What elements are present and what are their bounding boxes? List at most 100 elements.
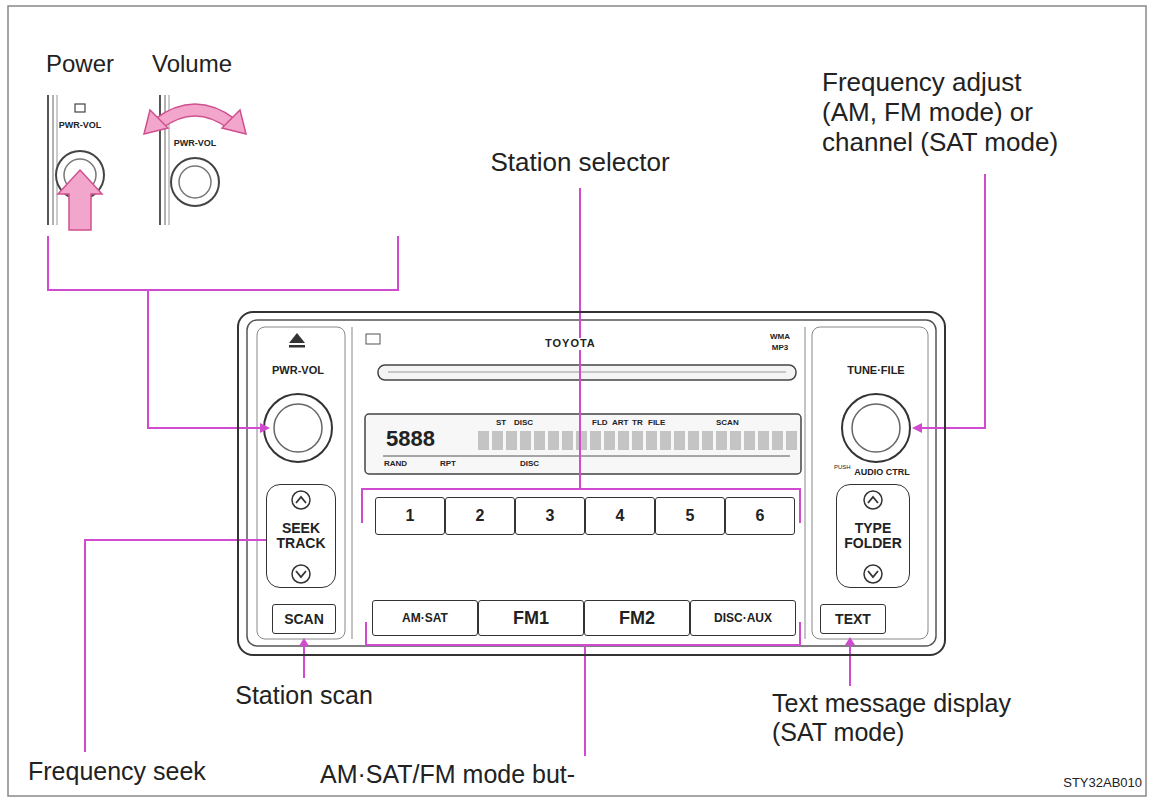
segment-block [786, 431, 797, 450]
callout-label: AM·SAT/FM mode but- [320, 760, 640, 789]
segment-block [506, 431, 517, 450]
display-rule [383, 456, 790, 457]
cd-slot [378, 365, 796, 380]
leader-line [584, 645, 586, 756]
display-indicator: SCAN [716, 418, 748, 427]
segment-block [492, 431, 503, 450]
knob-inner [852, 404, 900, 452]
separator [805, 327, 806, 639]
arrow-head [260, 423, 270, 433]
chevron [868, 571, 878, 577]
segment-block [772, 431, 783, 450]
knob-inner [274, 404, 322, 452]
display-indicator: RAND [384, 459, 418, 468]
right-panel [812, 327, 928, 639]
figure-id: STY32AB010 [1030, 776, 1142, 791]
button-label: 4 [616, 508, 625, 525]
display-segments [478, 431, 797, 450]
arrow-head [222, 110, 246, 134]
callout-label: Station selector [465, 148, 695, 178]
preset-button: 4 [585, 497, 655, 535]
down-arrow-button [864, 565, 882, 583]
segment-block [744, 431, 755, 450]
lock-icon [75, 104, 85, 112]
preset-button: 5 [655, 497, 725, 535]
callout-label: Volume [142, 50, 242, 78]
button-label: SEEK TRACK [270, 521, 332, 550]
up-arrow-button [292, 491, 310, 509]
display-indicator: FLD [592, 418, 612, 427]
knob-label: AUDIO CTRL [846, 467, 918, 477]
mode-button: AM·SAT [372, 600, 478, 636]
segment-block [604, 431, 615, 450]
callout-label: Station scan [204, 681, 404, 710]
panel-edge [52, 95, 54, 225]
volume-knob [171, 158, 219, 206]
segment-block [702, 431, 713, 450]
knob-inner [179, 166, 211, 198]
arrow-head [299, 638, 309, 646]
mode-button: FM2 [584, 600, 690, 636]
segment-block [562, 431, 573, 450]
knob-label: PWR-VOL [259, 364, 337, 377]
segment-block [520, 431, 531, 450]
segment-block [478, 431, 489, 450]
segment-block [660, 431, 671, 450]
brand-name: TOYOTA [542, 338, 599, 350]
left-panel [257, 327, 345, 639]
callout-label: Frequency seek [28, 757, 258, 786]
preset-button: 6 [725, 497, 795, 535]
face-plate [247, 320, 936, 646]
button-label: FM1 [513, 609, 549, 628]
eject-icon [289, 345, 305, 348]
segment-block [590, 431, 601, 450]
callout-label: Frequency adjust (AM, FM mode) or channe… [822, 68, 1072, 158]
radio-face [247, 320, 936, 646]
button-label: SCAN [284, 612, 324, 627]
seek-track-button: SEEK TRACK [266, 484, 336, 588]
button-label: 2 [476, 508, 485, 525]
chevron [296, 497, 306, 503]
down-arrow-button [292, 565, 310, 583]
button-label: FM2 [619, 609, 655, 628]
arrow-head [845, 637, 855, 645]
preset-button: 3 [515, 497, 585, 535]
up-arrow-button [864, 491, 882, 509]
display-indicator: DISC [514, 418, 540, 427]
volume-inset [144, 95, 246, 225]
format-logo: WMA [762, 332, 798, 341]
eject-icon [289, 333, 305, 343]
pwr-vol-knob [264, 394, 332, 462]
arrow-head [912, 423, 922, 433]
segment-block [534, 431, 545, 450]
arrow-head [144, 110, 168, 134]
segment-block [632, 431, 643, 450]
chevron [868, 497, 878, 503]
knob-label: TUNE·FILE [831, 364, 921, 377]
segment-block [674, 431, 685, 450]
preset-button: 1 [375, 497, 445, 535]
button-label: 6 [756, 508, 765, 525]
callout-label: Power [30, 50, 130, 78]
display [365, 414, 801, 474]
power-inset [48, 95, 104, 230]
scan-button: SCAN [272, 604, 336, 634]
segment-block [646, 431, 657, 450]
cd-slot-line [388, 372, 786, 373]
leader-line [148, 290, 262, 428]
turn-arrow-edge [158, 110, 232, 124]
display-indicator: ST [496, 418, 512, 427]
panel-edge [57, 95, 58, 225]
segment-block [576, 431, 587, 450]
display-indicator: ART [612, 418, 632, 427]
display-indicator: FILE [648, 418, 672, 427]
type-folder-button: TYPE FOLDER [836, 484, 910, 588]
display-digits: 5888 [386, 426, 466, 451]
leader-line [918, 174, 985, 428]
knob-label: PWR-VOL [50, 120, 110, 130]
segment-block [716, 431, 727, 450]
logo [366, 334, 380, 344]
segment-block [730, 431, 741, 450]
mode-button: DISC·AUX [690, 600, 796, 636]
